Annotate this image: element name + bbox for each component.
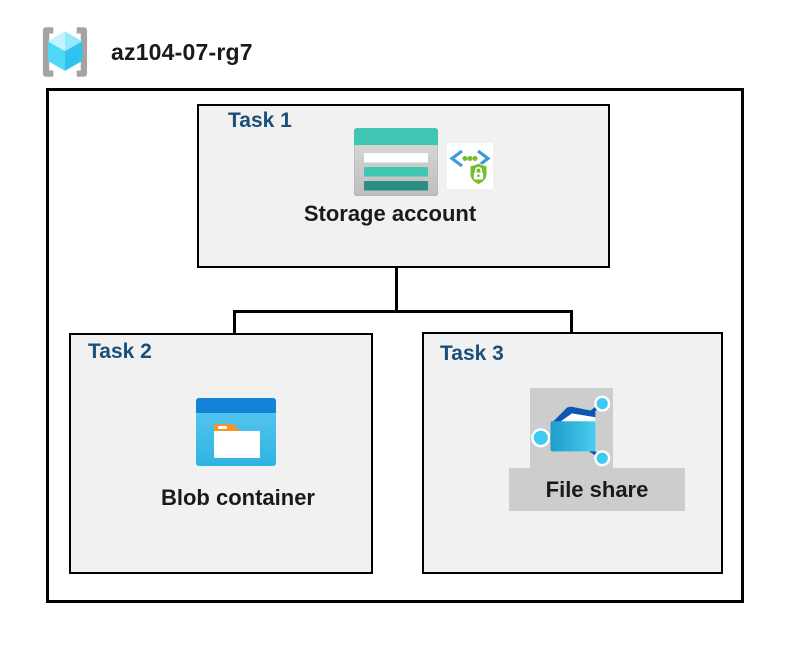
storage-account-icon [354, 128, 438, 196]
task-3-label: Task 3 [440, 342, 504, 365]
connector-horizontal [233, 310, 573, 313]
file-share-icon [531, 395, 611, 467]
resource-group-icon [42, 27, 88, 77]
shared-access-signature-icon [447, 143, 493, 189]
task-1-label: Task 1 [228, 109, 292, 132]
task-2-label: Task 2 [88, 340, 152, 363]
blob-container-icon [196, 398, 276, 466]
storage-account-label: Storage account [303, 201, 477, 226]
connector-storage-stem [395, 230, 398, 312]
file-share-icon-background [530, 388, 613, 468]
file-share-label-band: File share [509, 468, 685, 511]
resource-group-header: az104-07-rg7 [36, 25, 253, 79]
file-share-label: File share [545, 476, 649, 502]
blob-container-label: Blob container [160, 485, 315, 510]
resource-group-name: az104-07-rg7 [111, 38, 253, 65]
